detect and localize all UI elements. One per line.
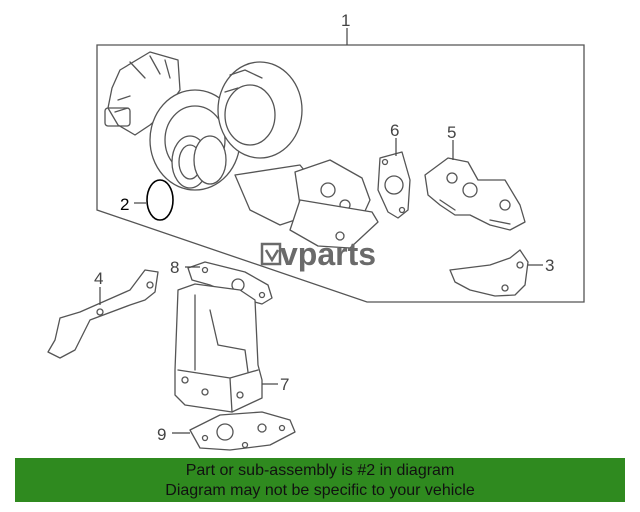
bracket-part-4 [47,269,159,359]
parts-diagram: 1 2 3 4 5 6 7 8 9 vparts [47,11,585,451]
callout-4: 4 [94,269,103,288]
callout-2: 2 [120,195,129,214]
callout-8: 8 [170,258,179,277]
banner-line-2: Diagram may not be specific to your vehi… [165,482,475,499]
gasket-part-6 [377,151,411,219]
o-ring-part-2 [146,179,174,221]
callout-3: 3 [545,256,554,275]
housing-part-7 [174,283,263,413]
turbocharger-drawing [104,51,379,249]
watermark-text: vparts [280,236,376,272]
banner-line-1: Part or sub-assembly is #2 in diagram [185,462,455,479]
callout-7: 7 [280,375,289,394]
callout-1: 1 [341,11,350,30]
callout-5: 5 [447,123,456,142]
bracket-part-3 [449,249,529,297]
manifold-part-5 [424,157,526,231]
assembly-outline [96,44,585,303]
callout-9: 9 [157,425,166,444]
callout-6: 6 [390,121,399,140]
cv-logo-icon [260,242,282,266]
info-banner: Part or sub-assembly is #2 in diagram Di… [15,458,625,502]
gasket-part-9 [189,411,296,451]
watermark: vparts [260,236,376,272]
